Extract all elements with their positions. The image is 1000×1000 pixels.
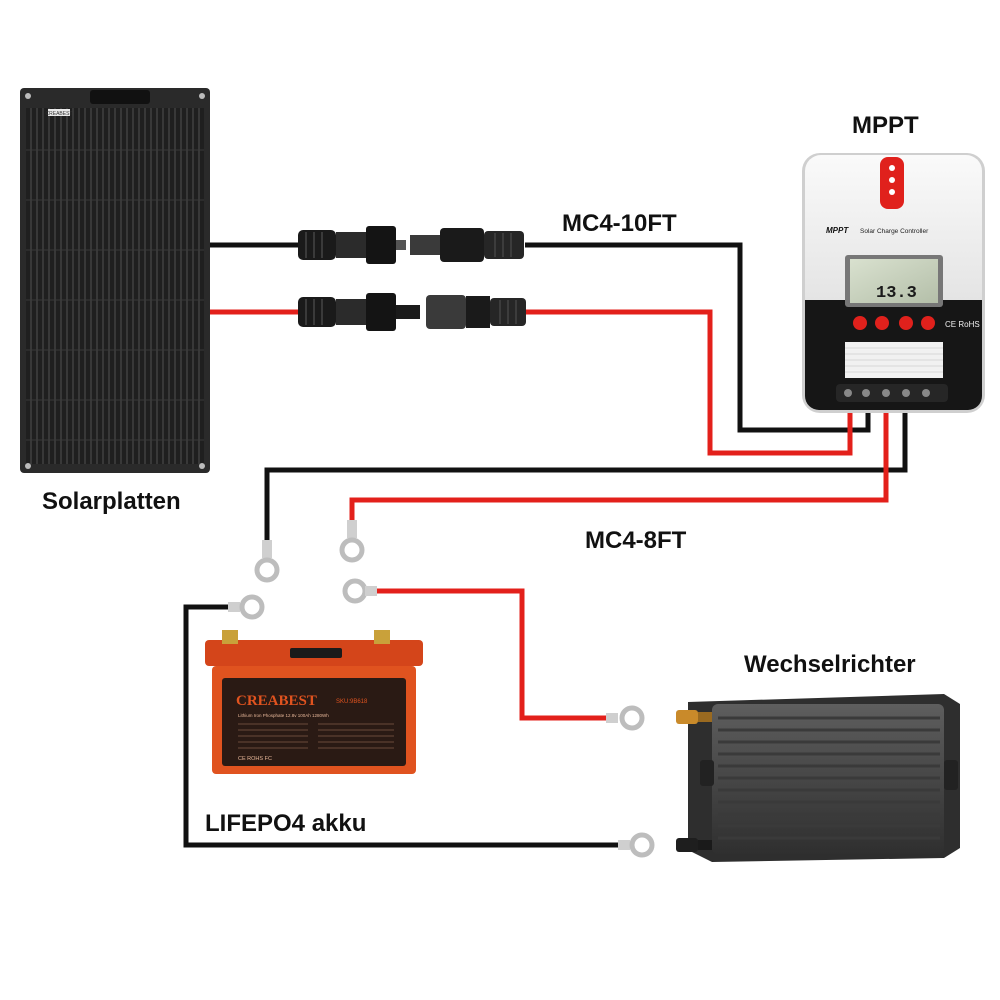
inverter	[676, 694, 960, 862]
lifepo4-battery: CREABEST SKU:9B618 Lithium Iron Phosphat…	[205, 630, 423, 774]
inverter-label: Wechselrichter	[744, 651, 916, 678]
panel-negative-wire	[210, 242, 871, 433]
inverter-positive-wire	[375, 588, 608, 721]
ring-terminal-inverter-negative-battery	[228, 594, 265, 620]
ring-terminal-controller-negative	[254, 540, 280, 583]
controller-button-1[interactable]	[853, 316, 867, 330]
controller-button-3[interactable]	[899, 316, 913, 330]
panel-brand-plate: CREABEST	[46, 111, 73, 117]
mppt-controller: MPPT Solar Charge Controller 13.3 CE RoH…	[802, 153, 985, 413]
ring-terminal-inverter-positive	[606, 705, 645, 731]
ring-terminal-inverter-negative	[618, 832, 655, 858]
controller-label: MPPT	[852, 112, 919, 139]
battery-label: LIFEPO4 akku	[205, 810, 367, 837]
inverter-terminal-positive	[676, 710, 712, 724]
ring-terminal-inverter-positive-battery	[342, 578, 377, 604]
controller-marks: CE RoHS	[945, 320, 980, 329]
mc4-connector-positive-female	[426, 295, 526, 329]
mc4-connector-negative-female	[410, 228, 524, 262]
mc4-connector-negative-male	[298, 226, 406, 264]
controller-buttons	[853, 316, 935, 330]
battery-subtitle: Lithium Iron Phosphate 12.8v 100Ah 1280W…	[238, 713, 329, 718]
battery-cable-label: MC4-8FT	[585, 527, 687, 554]
controller-display-value: 13.3	[876, 284, 917, 303]
battery-sku: SKU:9B618	[336, 699, 368, 705]
battery-negative-wire	[264, 405, 908, 540]
inverter-terminal-negative	[676, 838, 712, 852]
controller-title: Solar Charge Controller	[860, 228, 929, 235]
battery-terminal-positive	[374, 630, 390, 644]
battery-positive-wire	[349, 405, 889, 520]
controller-button-2[interactable]	[875, 316, 889, 330]
controller-button-4[interactable]	[921, 316, 935, 330]
battery-brand: CREABEST	[236, 693, 317, 709]
panel-cable-label: MC4-10FT	[562, 210, 677, 237]
solar-panel-label: Solarplatten	[42, 488, 181, 515]
controller-brand: MPPT	[826, 226, 849, 235]
ring-terminal-controller-positive	[339, 520, 365, 563]
battery-terminal-negative	[222, 630, 238, 644]
inverter-negative-wire	[183, 604, 620, 848]
mc4-connector-positive-male	[298, 293, 420, 331]
panel-positive-wire	[210, 309, 853, 456]
solar-panel: CREABEST	[20, 88, 210, 473]
battery-certs: CE ROHS FC	[238, 756, 272, 762]
